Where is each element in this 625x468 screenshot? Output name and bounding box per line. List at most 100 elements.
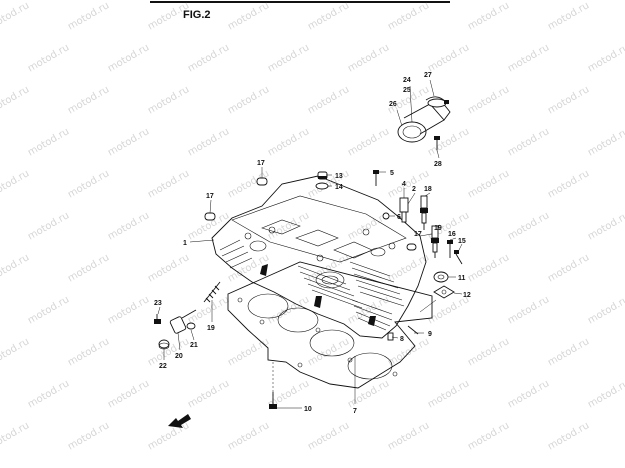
watermark-text: motod.ru: [0, 84, 31, 116]
callout-18: 18: [424, 186, 432, 193]
watermark-text: motod.ru: [346, 42, 391, 74]
watermark-text: motod.ru: [466, 0, 511, 32]
watermark-text: motod.ru: [106, 126, 151, 158]
watermark-text: motod.ru: [266, 42, 311, 74]
watermark-text: motod.ru: [146, 336, 191, 368]
watermark-text: motod.ru: [266, 126, 311, 158]
callout-27: 27: [424, 72, 432, 79]
watermark-text: motod.ru: [306, 252, 351, 284]
watermark-text: motod.ru: [186, 42, 231, 74]
plug-17b: [204, 212, 216, 221]
callout-19: 19: [434, 225, 442, 232]
watermark-text: motod.ru: [306, 420, 351, 452]
union-11: [433, 271, 449, 283]
watermark-text: motod.ru: [506, 42, 551, 74]
screw-16: [447, 240, 453, 258]
o-ring-21: [186, 322, 196, 330]
callout-17c: 17: [414, 231, 422, 238]
watermark-text: motod.ru: [306, 336, 351, 368]
watermark-text: motod.ru: [466, 84, 511, 116]
watermark-text: motod.ru: [106, 378, 151, 410]
spark-plug-18: [420, 195, 428, 230]
watermark-text: motod.ru: [266, 294, 311, 326]
watermark-text: motod.ru: [426, 294, 471, 326]
watermark-text: motod.ru: [226, 0, 271, 32]
watermark-text: motod.ru: [586, 378, 625, 410]
tensioner-20: [169, 309, 197, 334]
cylinder-head-gasket: [227, 261, 433, 389]
watermark-text: motod.ru: [466, 252, 511, 284]
watermark-text: motod.ru: [106, 210, 151, 242]
watermark-text: motod.ru: [466, 336, 511, 368]
watermark-text: motod.ru: [546, 252, 591, 284]
cap-nut-13: [317, 171, 328, 180]
watermark-text: motod.ru: [426, 378, 471, 410]
watermark-text: motod.ru: [26, 126, 71, 158]
watermark-text: motod.ru: [386, 420, 431, 452]
callout-23: 23: [154, 300, 162, 307]
watermark-text: motod.ru: [0, 420, 31, 452]
watermark-text: motod.ru: [146, 168, 191, 200]
watermark-text: motod.ru: [506, 378, 551, 410]
dowel-8: [387, 332, 394, 341]
watermark-text: motod.ru: [0, 336, 31, 368]
watermark-text: motod.ru: [586, 42, 625, 74]
watermark-text: motod.ru: [306, 0, 351, 32]
screw-28: [434, 136, 440, 150]
watermark-text: motod.ru: [226, 84, 271, 116]
gasket-6: [382, 212, 390, 220]
callout-6: 6: [397, 214, 401, 221]
watermark-text: motod.ru: [186, 126, 231, 158]
watermark-text: motod.ru: [266, 210, 311, 242]
screw-15: [454, 250, 463, 265]
watermark-text: motod.ru: [66, 84, 111, 116]
stud-9: [407, 325, 419, 335]
cylinder-head: [211, 175, 427, 339]
watermark-text: motod.ru: [586, 126, 625, 158]
callout-20: 20: [175, 353, 183, 360]
callout-22: 22: [159, 363, 167, 370]
watermark-text: motod.ru: [546, 0, 591, 32]
bolt-23: [154, 314, 161, 324]
watermark-text: motod.ru: [346, 126, 391, 158]
watermark-text: motod.ru: [186, 294, 231, 326]
callout-15: 15: [458, 238, 466, 245]
watermark-text: motod.ru: [226, 420, 271, 452]
watermark-text: motod.ru: [146, 252, 191, 284]
callout-labels: 1 2 4 5 6 7 8 9 10 11 12 13 14 15 16 17 …: [154, 72, 471, 415]
watermark-text: motod.ru: [146, 420, 191, 452]
gasket-12: [433, 285, 455, 299]
callout-8: 8: [400, 336, 404, 343]
callout-17a: 17: [257, 160, 265, 167]
plug-17a: [256, 177, 268, 186]
callout-7: 7: [353, 408, 357, 415]
intake-pipe-24: [397, 98, 451, 143]
watermark-text: motod.ru: [506, 126, 551, 158]
callout-2: 2: [412, 186, 416, 193]
watermark-text: motod.ru: [66, 252, 111, 284]
callout-12: 12: [463, 292, 471, 299]
callout-13: 13: [335, 173, 343, 180]
callout-17b: 17: [206, 193, 214, 200]
oil-pipe-union-4: [399, 197, 409, 223]
callout-19-left: 19: [207, 325, 215, 332]
callout-28: 28: [434, 161, 442, 168]
callout-26: 26: [389, 101, 397, 108]
callout-10: 10: [304, 406, 312, 413]
watermark-text: motod.ru: [0, 0, 31, 32]
watermark-text: motod.ru: [26, 210, 71, 242]
callout-1: 1: [183, 240, 187, 247]
watermark-text: motod.ru: [506, 210, 551, 242]
watermark-text: motod.ru: [66, 168, 111, 200]
callout-16: 16: [448, 231, 456, 238]
watermark-text: motod.ru: [306, 84, 351, 116]
watermark-text: motod.ru: [586, 294, 625, 326]
watermark-text: motod.ru: [506, 294, 551, 326]
watermark-text: motod.ru: [66, 336, 111, 368]
callout-9: 9: [428, 331, 432, 338]
watermark-text: motod.ru: [306, 168, 351, 200]
watermark-text: motod.ru: [346, 378, 391, 410]
callout-24: 24: [403, 77, 411, 84]
watermark-layer: motod.ru motod.ru motod.ru motod.ru motod.ru…: [0, 0, 625, 452]
watermark-text: motod.ru: [546, 84, 591, 116]
